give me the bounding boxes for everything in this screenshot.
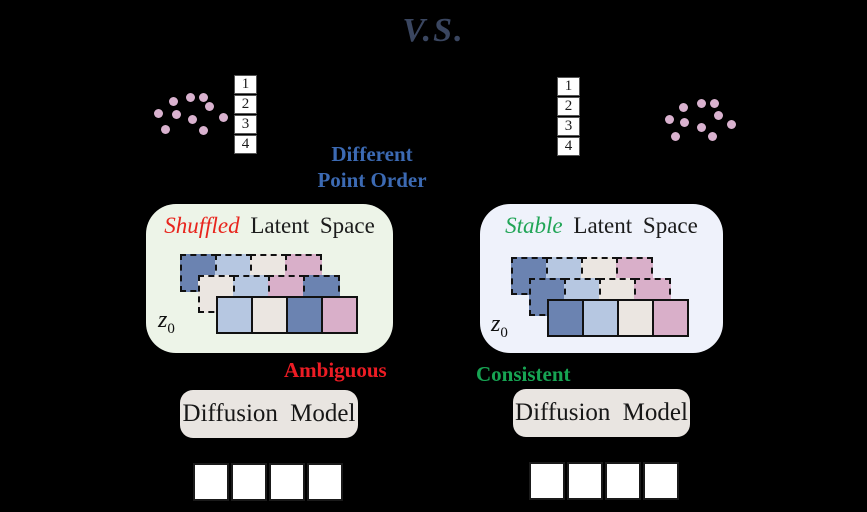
latent-square-pink — [321, 296, 358, 334]
different-point-order-label: Different Point Order — [290, 141, 454, 193]
different-point-order-line2: Point Order — [317, 168, 427, 192]
output-slot — [605, 462, 641, 500]
point-dot — [707, 131, 717, 141]
point-dot — [670, 131, 680, 141]
point-dot — [198, 92, 208, 102]
latent-square-light_blue — [216, 296, 253, 334]
output-slot — [231, 463, 267, 501]
diffusion-model-box-left: Diffusion Model — [180, 390, 358, 438]
point-dot — [171, 109, 181, 119]
vs-title: V.S. — [402, 12, 465, 49]
order-cell: 3 — [234, 115, 257, 134]
output-slot — [269, 463, 305, 501]
point-dot — [198, 125, 208, 135]
output-slot — [307, 463, 343, 501]
z-symbol: z — [491, 311, 501, 337]
order-cell: 4 — [234, 135, 257, 154]
z-subscript: 0 — [167, 320, 175, 337]
latent-square-cream — [251, 296, 288, 334]
ambiguous-label: Ambiguous — [284, 358, 387, 382]
point-dot — [204, 101, 214, 111]
latent-space-text: Latent Space — [239, 213, 375, 238]
point-dot — [696, 98, 706, 108]
point-dot — [726, 119, 736, 129]
latent-square-pink — [652, 299, 689, 337]
consistent-label: Consistent — [476, 362, 571, 386]
point-dot — [153, 108, 163, 118]
order-cell: 2 — [557, 97, 580, 116]
point-dot — [185, 92, 195, 102]
output-slots-left — [193, 463, 343, 501]
shuffled-emphasis: Shuffled — [164, 213, 240, 238]
order-cell: 4 — [557, 137, 580, 156]
latent-row-front — [216, 296, 358, 334]
latent-square-dark_blue — [286, 296, 323, 334]
latent-square-dark_blue — [547, 299, 584, 337]
stable-emphasis: Stable — [505, 213, 563, 238]
order-cell: 2 — [234, 95, 257, 114]
point-dot — [696, 122, 706, 132]
latent-square-light_blue — [582, 299, 619, 337]
z-symbol: z — [158, 307, 168, 333]
different-point-order-line1: Different — [331, 142, 413, 166]
point-dot — [709, 98, 719, 108]
output-slot — [193, 463, 229, 501]
z-subscript: 0 — [500, 324, 508, 341]
latent-square-cream — [617, 299, 654, 337]
diffusion-model-box-right: Diffusion Model — [513, 389, 690, 437]
point-dot — [679, 117, 689, 127]
shuffled-latent-space-panel: Shuffled Latent Space z0 — [146, 204, 393, 353]
point-dot — [664, 114, 674, 124]
output-slot — [567, 462, 603, 500]
order-cell: 3 — [557, 117, 580, 136]
output-slots-right — [529, 462, 679, 500]
point-dot — [187, 114, 197, 124]
z0-label-left: z0 — [158, 307, 175, 338]
latent-row-front — [547, 299, 689, 337]
latent-space-text: Latent Space — [562, 213, 698, 238]
stable-latent-space-panel: Stable Latent Space z0 — [480, 204, 723, 353]
point-dot — [160, 124, 170, 134]
z0-label-right: z0 — [491, 311, 508, 342]
stable-latent-space-title: Stable Latent Space — [480, 213, 723, 239]
shuffled-latent-space-title: Shuffled Latent Space — [146, 213, 393, 239]
order-cell: 1 — [234, 75, 257, 94]
output-slot — [529, 462, 565, 500]
point-dot — [713, 110, 723, 120]
point-dot — [678, 102, 688, 112]
order-cell: 1 — [557, 77, 580, 96]
output-slot — [643, 462, 679, 500]
point-dot — [218, 112, 228, 122]
point-dot — [168, 96, 178, 106]
